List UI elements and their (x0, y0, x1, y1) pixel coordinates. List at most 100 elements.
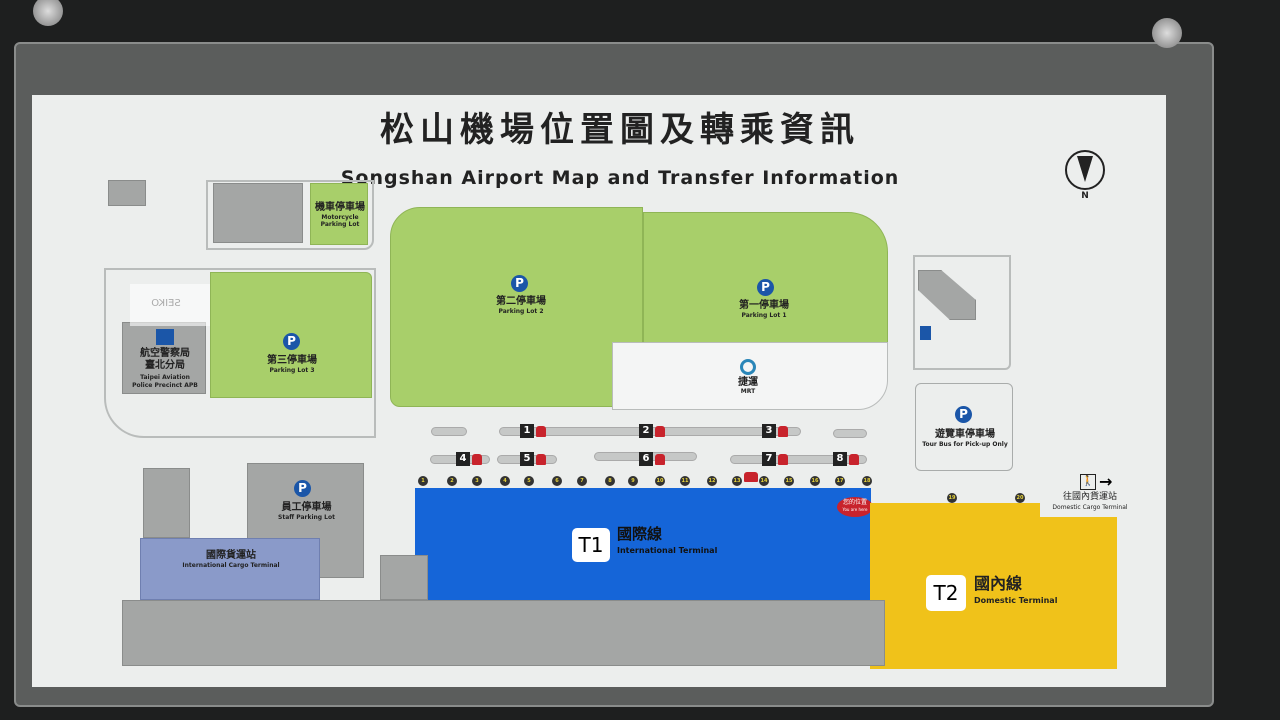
gate-marker: 14 (759, 476, 769, 486)
bus-icon (472, 454, 482, 465)
bus-icon (778, 426, 788, 437)
intl-cargo-en: International Cargo Terminal (182, 562, 280, 569)
lot1-en: Parking Lot 1 (741, 312, 787, 319)
bus-stop-number: 1 (520, 424, 534, 438)
intl-cargo-zh: 國際貨運站 (206, 550, 256, 561)
apron-strip (122, 600, 885, 666)
motorcycle-lot-en: Motorcycle Parking Lot (320, 214, 360, 228)
taxi-icon (744, 472, 758, 482)
tour-bus-parking: P 遊覽車停車場 Tour Bus for Pick-up Only (915, 383, 1013, 471)
motorcycle-lot-zh: 機車停車場 (315, 202, 365, 213)
police-building: 航空警察局 臺北分局 Taipei Aviation Police Precin… (122, 322, 206, 394)
screw (33, 0, 63, 26)
road-outline (913, 255, 1011, 370)
lot1-zh: 第一停車場 (739, 300, 789, 311)
gate-marker: 13 (732, 476, 742, 486)
parking-icon: P (294, 480, 311, 497)
parking-icon: P (283, 333, 300, 350)
gate-marker: 18 (862, 476, 872, 486)
arrow-right-icon: → (1099, 472, 1113, 491)
bus-stop-number: 6 (639, 452, 653, 466)
bus-icon (536, 454, 546, 465)
bus-stop-number: 3 (762, 424, 776, 438)
bus-stop-number: 7 (762, 452, 776, 466)
lot3-zh: 第三停車場 (267, 355, 317, 366)
gate-marker: 7 (577, 476, 587, 486)
building-block (380, 555, 428, 600)
gate-marker: 16 (810, 476, 820, 486)
bus-icon (849, 454, 859, 465)
terminal-1: T1 國際線 International Terminal (415, 488, 871, 601)
road-outline (104, 268, 376, 438)
domestic-cargo-en: Domestic Cargo Terminal (1052, 504, 1128, 511)
motorcycle-parking-lot: 機車停車場 Motorcycle Parking Lot (310, 183, 368, 245)
police-emblem-icon (156, 329, 174, 345)
mrt-en: MRT (740, 388, 756, 395)
building-block (108, 180, 146, 206)
parking-lot-3: P 第三停車場 Parking Lot 3 (210, 272, 372, 398)
staff-lot-zh: 員工停車場 (281, 502, 332, 513)
gate-marker: 15 (784, 476, 794, 486)
lot3-en: Parking Lot 3 (269, 367, 315, 374)
lot2-en: Parking Lot 2 (498, 308, 544, 315)
gate-marker: 12 (707, 476, 717, 486)
bus-icon (536, 426, 546, 437)
bus-stop-number: 8 (833, 452, 847, 466)
parking-lot-2: P 第二停車場 Parking Lot 2 (390, 207, 643, 407)
police-en1: Taipei Aviation (140, 374, 190, 381)
t2-zh: 國內線 (974, 574, 1023, 593)
gate-marker: 17 (835, 476, 845, 486)
walking-icon: 🚶 (1080, 474, 1096, 490)
gate-marker: 3 (472, 476, 482, 486)
staff-lot-en: Staff Parking Lot (278, 514, 335, 521)
police-zh1: 航空警察局 (140, 348, 190, 359)
road-outline (206, 180, 374, 250)
t2-en: Domestic Terminal (974, 596, 1058, 605)
bus-island (431, 427, 467, 436)
terminal-2: T2 國內線 Domestic Terminal (870, 503, 1117, 669)
gate-marker: 8 (605, 476, 615, 486)
mrt-icon (740, 359, 756, 375)
north-label: N (1081, 191, 1089, 201)
gate-marker: 2 (447, 476, 457, 486)
gate-marker: 1 (418, 476, 428, 486)
gate-marker: 5 (524, 476, 534, 486)
bus-icon (655, 426, 665, 437)
bus-island (730, 455, 867, 464)
parking-lot-1: P 第一停車場 Parking Lot 1 (643, 212, 888, 343)
gate-marker: 6 (552, 476, 562, 486)
bus-stop-number: 4 (456, 452, 470, 466)
gate-marker: 9 (628, 476, 638, 486)
parking-icon: P (955, 406, 972, 423)
building-block (213, 183, 303, 243)
building-block (143, 468, 190, 538)
gate-marker: 4 (500, 476, 510, 486)
parking-icon: P (757, 279, 774, 296)
title-zh: 松山機場位置圖及轉乘資訊 (380, 110, 860, 150)
you-are-here-en: You are here (842, 507, 868, 512)
bus-stop-number: 2 (639, 424, 653, 438)
tour-bus-en: Tour Bus for Pick-up Only (922, 441, 1008, 448)
bus-island (833, 429, 867, 438)
domestic-cargo-zh: 往國內貨運站 (1062, 492, 1117, 502)
lot2-zh: 第二停車場 (496, 296, 546, 307)
t1-en: International Terminal (617, 546, 718, 555)
you-are-here-marker: 您的位置 You are here (837, 497, 873, 517)
clock-brand: SEIKO (151, 298, 181, 309)
t1-zh: 國際線 (617, 525, 663, 543)
police-zh2: 臺北分局 (145, 360, 185, 371)
gate-marker: 19 (947, 493, 957, 503)
international-cargo-terminal: 國際貨運站 International Cargo Terminal (140, 538, 320, 600)
screw (1152, 18, 1182, 48)
bus-icon (655, 454, 665, 465)
north-arrow-icon (1065, 150, 1105, 190)
gas-station-icon (920, 326, 931, 340)
t1-badge: T1 (572, 528, 610, 562)
you-are-here-zh: 您的位置 (842, 499, 867, 506)
gate-marker: 10 (655, 476, 665, 486)
tour-bus-zh: 遊覽車停車場 (935, 429, 995, 440)
title-en: Songshan Airport Map and Transfer Inform… (340, 167, 900, 189)
bus-stop-number: 5 (520, 452, 534, 466)
mrt-station: 捷運 MRT (612, 342, 888, 410)
gate-marker: 20 (1015, 493, 1025, 503)
